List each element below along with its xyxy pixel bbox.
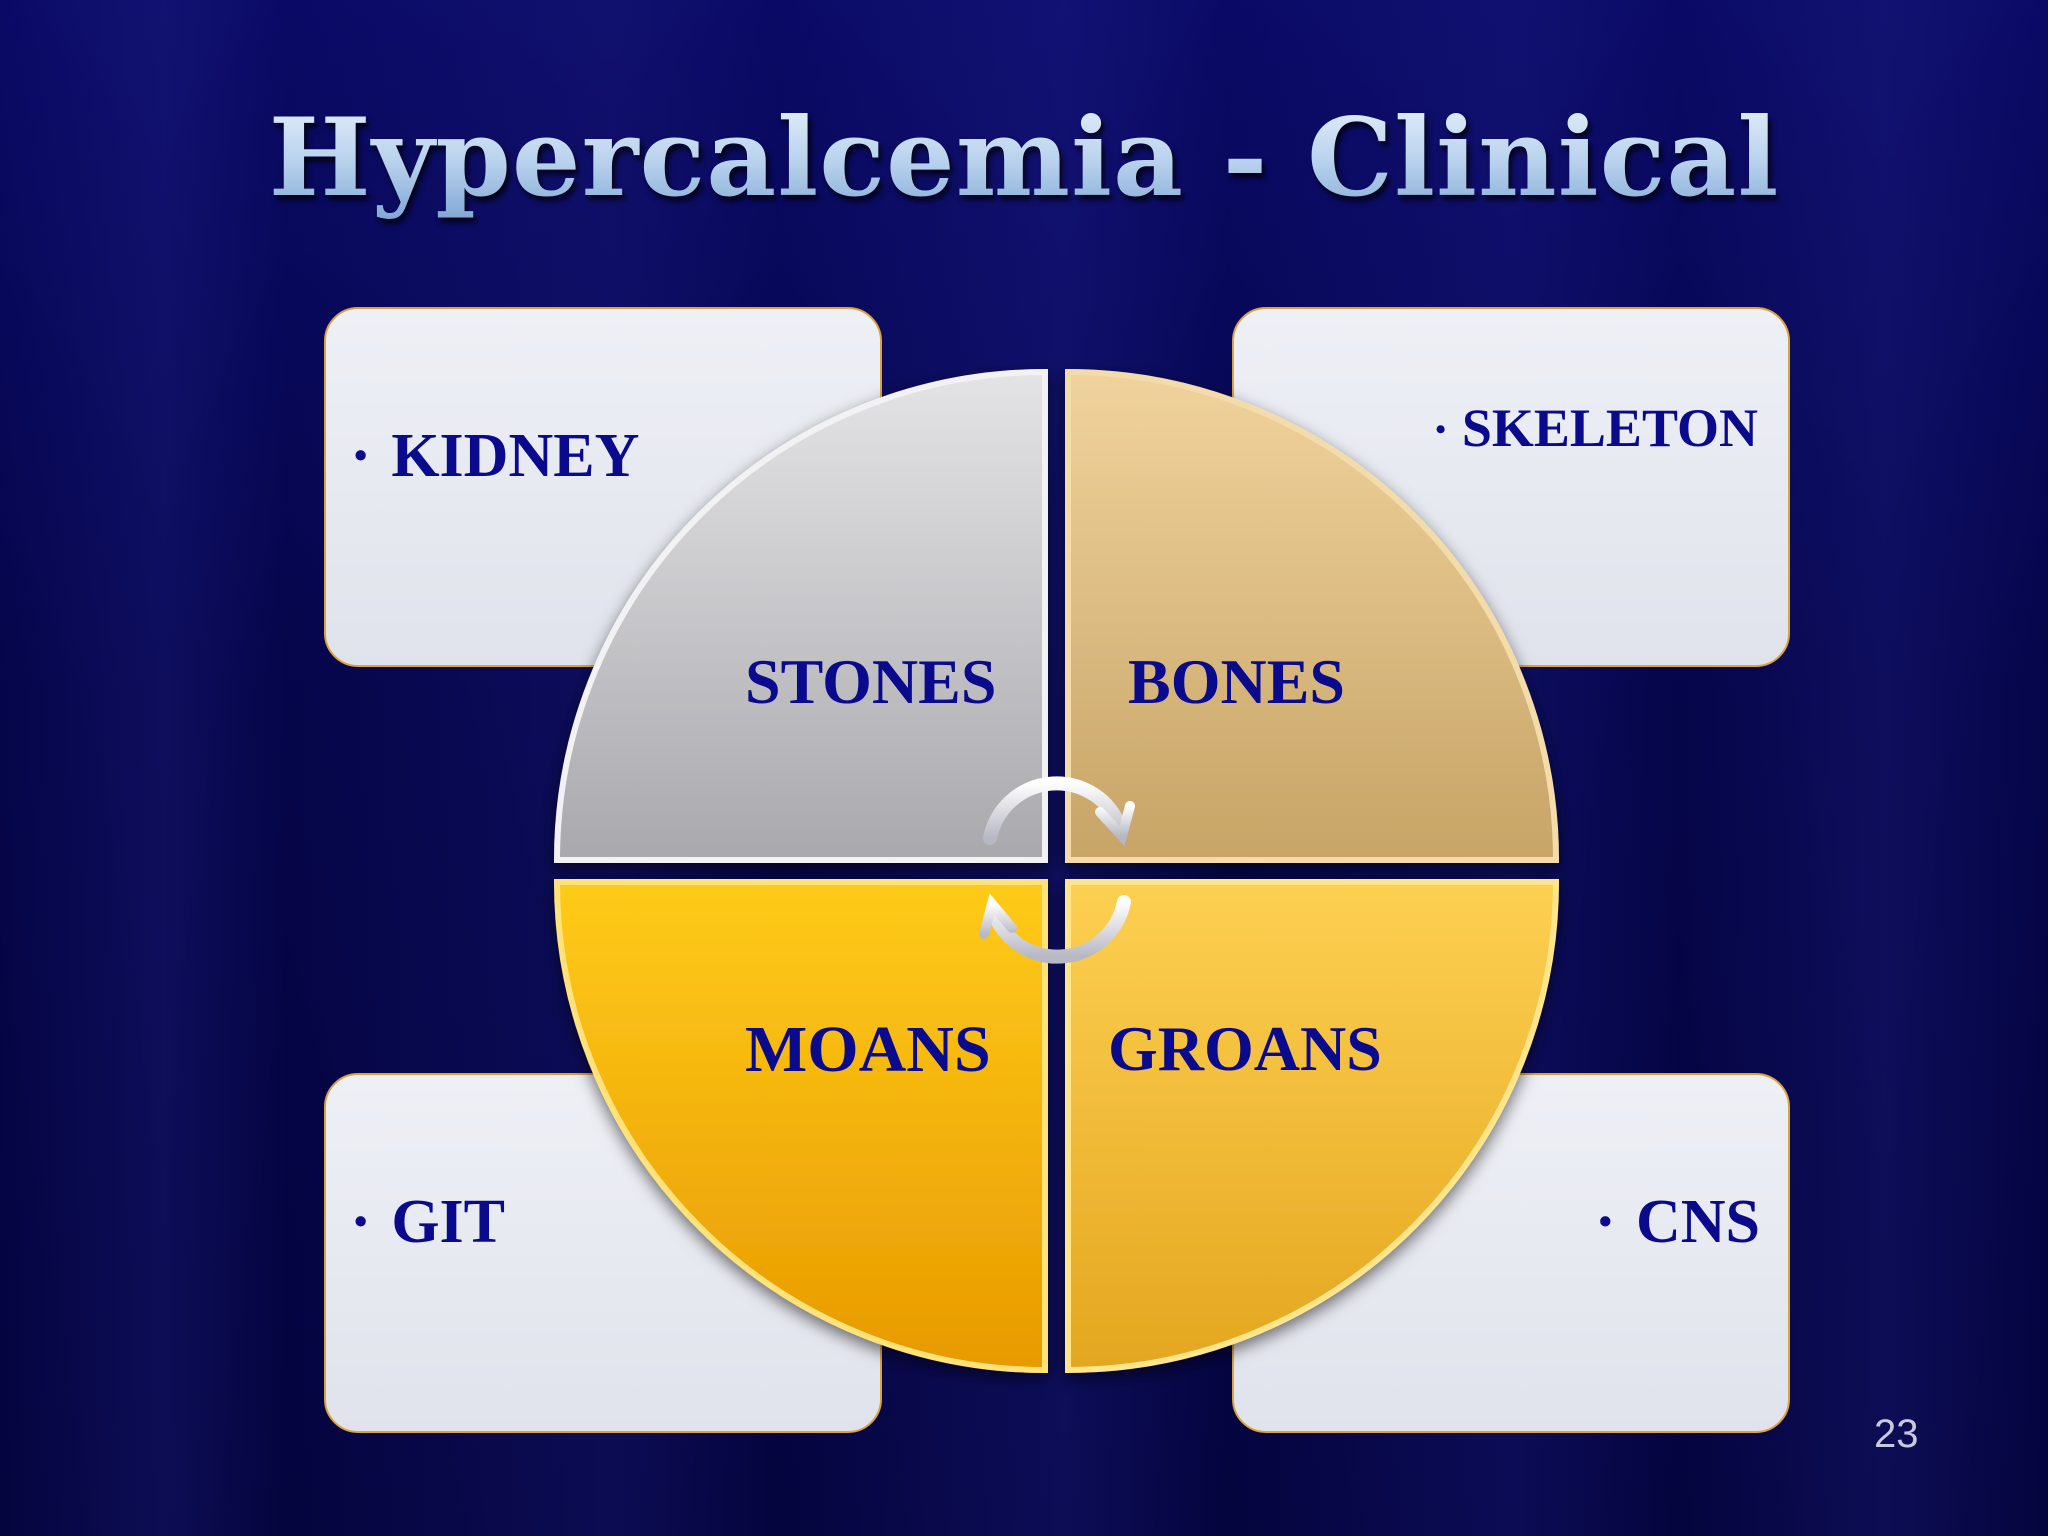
card-git-text: • GIT	[354, 1187, 505, 1258]
quadrant-moans	[553, 879, 1048, 1374]
slide-title: Hypercalcemia - Clinical	[0, 95, 2048, 221]
quadrant-label-moans: MOANS	[745, 1013, 991, 1086]
card-cns-text: • CNS	[1599, 1187, 1760, 1258]
arrow-bottom-icon	[989, 895, 1131, 964]
quadrant-label-stones: STONES	[745, 646, 997, 717]
card-kidney-label: KIDNEY	[391, 422, 640, 490]
quadrant-label-bones: BONES	[1128, 646, 1345, 717]
quadrant-stones	[553, 368, 1048, 863]
card-skeleton-text: • SKELETON	[1435, 397, 1758, 459]
arrow-bottom-head-icon	[979, 893, 1017, 939]
card-git-label: GIT	[391, 1188, 506, 1256]
card-cns-label: CNS	[1635, 1188, 1760, 1256]
circular-arrows-icon	[979, 776, 1135, 964]
arrow-top-icon	[983, 776, 1125, 845]
bullet-icon: •	[354, 434, 368, 477]
quadrant-bones	[1065, 368, 1560, 863]
quadrant-groans	[1065, 879, 1560, 1374]
card-kidney-text: • KIDNEY	[354, 421, 639, 492]
bullet-icon: •	[1435, 412, 1446, 446]
arrow-top-head-icon	[1095, 801, 1135, 847]
page-number: 23	[1874, 1412, 1919, 1456]
quadrant-label-groans: GROANS	[1108, 1013, 1382, 1084]
card-skeleton-label: SKELETON	[1461, 398, 1758, 458]
bullet-icon: •	[1598, 1200, 1612, 1243]
bullet-icon: •	[354, 1200, 368, 1243]
